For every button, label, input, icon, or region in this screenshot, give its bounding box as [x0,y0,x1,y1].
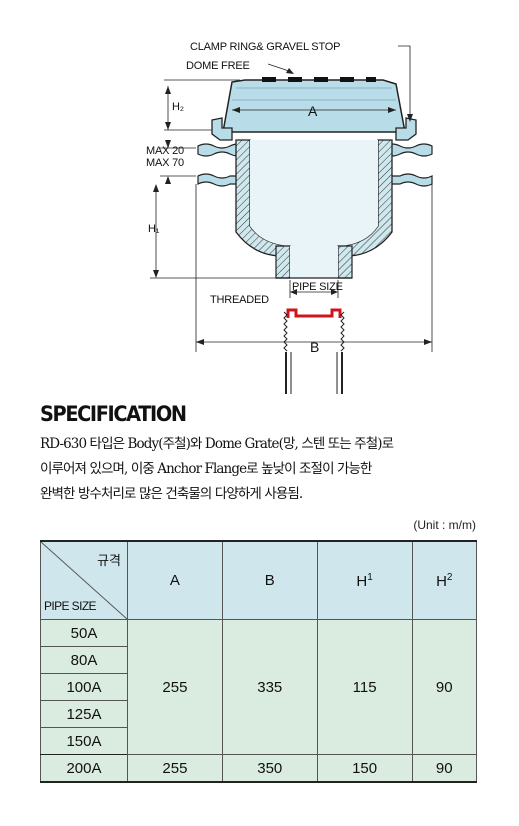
pipe-red [286,308,342,318]
pipe-size-cell: 100A [40,673,128,701]
header-spec-label: 규격 [97,554,121,569]
table-row: 200A 255 350 150 90 [40,754,478,783]
table-row: 80A [40,646,477,674]
table-row: 50A 255 335 115 90 [40,619,478,755]
spec-title: SPECIFICATION [40,402,187,426]
pipe-size-cell: 80A [40,646,128,674]
pipe-size-cell: 125A [40,700,128,728]
table-header-row: 규격 PIPE SIZE A B H1 H2 [40,540,478,620]
spec-description: RD-630 타입은 Body(주철)와 Dome Grate(망, 스텐 또는… [40,432,480,507]
outlet-right [337,245,353,279]
label-b: B [310,339,319,355]
outlet-left [275,245,291,279]
h1-value-cell: 150 [316,754,413,783]
header-pipe-size-label: PIPE SIZE [44,599,97,613]
label-h1: H₁ [148,223,160,235]
h2-value-cell: 90 [411,754,478,783]
label-a: A [308,103,318,119]
pipe-threads [283,311,345,352]
header-h1: H1 [316,540,413,620]
pipe-size-cell: 200A [40,754,128,783]
header-b: B [221,540,318,620]
clamp-ring-right [395,117,417,141]
header-diagonal-cell: 규격 PIPE SIZE [40,540,128,620]
spec-table: 규격 PIPE SIZE A B H1 H2 50A 255 335 115 9… [40,540,478,783]
label-max70: MAX 70 [146,157,184,169]
h1-value-cell: 115 [316,619,413,755]
table-row: 125A [40,700,477,728]
spec-desc-line: 완벽한 방수처리로 많은 건축물의 다양하게 사용됨. [40,486,303,502]
dome-grate [222,79,406,133]
label-max20: MAX 20 [146,145,184,157]
b-value-cell: 350 [221,754,318,783]
table-row: 100A [40,673,477,701]
spec-desc-line: RD-630 타입은 Body(주철)와 Dome Grate(망, 스텐 또는… [40,436,394,452]
b-value-cell: 335 [221,619,318,755]
label-h2: H₂ [172,101,184,113]
diagonal-line [41,542,127,619]
clamp-ring-left [211,117,233,141]
header-a: A [127,540,223,620]
header-h2: H2 [411,540,478,620]
a-value-cell: 255 [127,619,223,755]
dome-free-marks [262,77,376,82]
label-threaded: THREADED [210,294,269,306]
spec-desc-line: 이루어져 있으며, 이중 Anchor Flange로 높낮이 조절이 가능한 [40,461,372,477]
label-clamp-ring: CLAMP RING& GRAVEL STOP [190,41,340,53]
label-pipe-size: PIPE SIZE [292,281,343,293]
h2-value-cell: 90 [411,619,478,755]
pipe-size-cell: 150A [40,727,128,755]
roof-drain-diagram: CLAMP RING& GRAVEL STOP DOME FREE H₂ A M… [146,41,433,394]
unit-label: (Unit : m/m) [413,518,476,532]
a-value-cell: 255 [127,754,223,783]
table-row: 150A [40,727,477,755]
pipe-size-cell: 50A [40,619,128,647]
label-dome-free: DOME FREE [186,60,250,72]
